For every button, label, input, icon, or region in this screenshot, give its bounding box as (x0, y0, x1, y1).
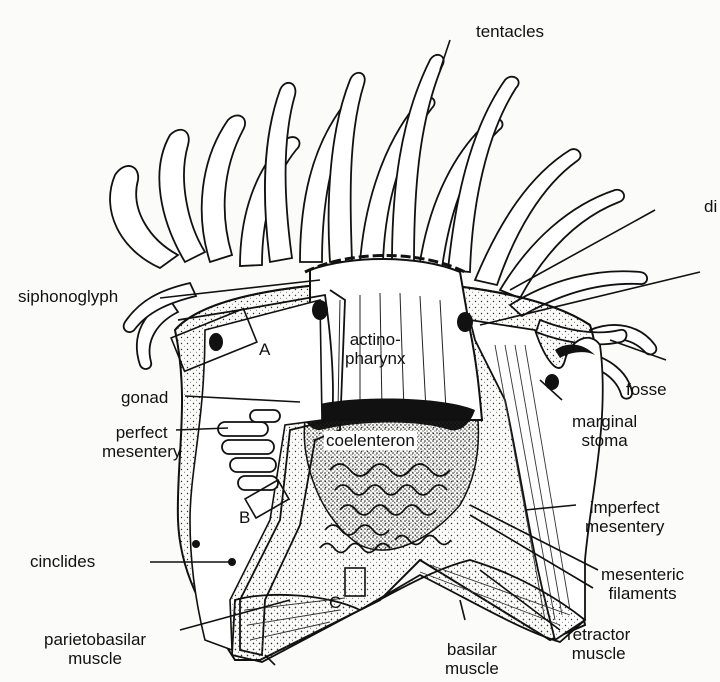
label-gonad: gonad (121, 388, 169, 407)
label-actinopharynx-line-2: pharynx (345, 349, 406, 368)
label-marginal-stoma-line-2: stoma (581, 431, 628, 450)
label-retractor-muscle: retractor muscle (567, 625, 630, 663)
imperfect-mesentery-section (457, 312, 604, 642)
label-siphonoglyph: siphonoglyph (18, 287, 119, 306)
label-perfect-mesentery: perfect mesentery (102, 423, 181, 461)
inset-boxes (170, 307, 366, 597)
label-fosse: fosse (626, 380, 667, 399)
label-b: B (239, 508, 251, 527)
label-parietobasilar-muscle-line-2: muscle (68, 649, 122, 668)
coelenteron-cavity (303, 419, 480, 554)
label-di: di (704, 197, 718, 216)
label-marginal-stoma: marginal stoma (572, 412, 637, 450)
label-actinopharynx-line-1: actino- (349, 330, 401, 349)
label-imperfect-mesentery: imperfect mesentery (585, 498, 664, 536)
label-basilar-muscle-line-2: muscle (445, 659, 499, 678)
label-perfect-mesentery-line-1: perfect (115, 423, 168, 442)
label-mesenteric-filaments-line-1: mesenteric (601, 565, 685, 584)
label-mesenteric-filaments: mesenteric filaments (601, 565, 684, 603)
cinclide-dot (228, 558, 236, 566)
label-a: A (259, 340, 271, 359)
label-basilar-muscle-line-1: basilar (446, 640, 497, 659)
basal-disc (231, 559, 587, 663)
label-cinclides: cinclides (30, 552, 96, 571)
label-actinopharynx: actino- pharynx (345, 330, 405, 368)
label-basilar-muscle: basilar muscle (445, 640, 499, 678)
label-parietobasilar-muscle: parietobasilar muscle (44, 630, 146, 668)
label-tentacles: tentacles (476, 22, 545, 41)
cinclide-dot (192, 540, 200, 548)
label-c: C (329, 593, 342, 612)
label-retractor-muscle-line-1: retractor (567, 625, 631, 644)
label-coelenteron: coelenteron (324, 431, 417, 450)
label-imperfect-mesentery-line-2: mesentery (585, 517, 665, 536)
label-retractor-muscle-line-2: muscle (571, 644, 626, 663)
label-parietobasilar-muscle-line-1: parietobasilar (44, 630, 147, 649)
label-perfect-mesentery-line-2: mesentery (102, 442, 182, 461)
label-mesenteric-filaments-line-2: filaments (608, 584, 677, 603)
leader-lines (150, 39, 701, 666)
label-imperfect-mesentery-line-1: imperfect (589, 498, 660, 517)
label-marginal-stoma-line-1: marginal (572, 412, 638, 431)
